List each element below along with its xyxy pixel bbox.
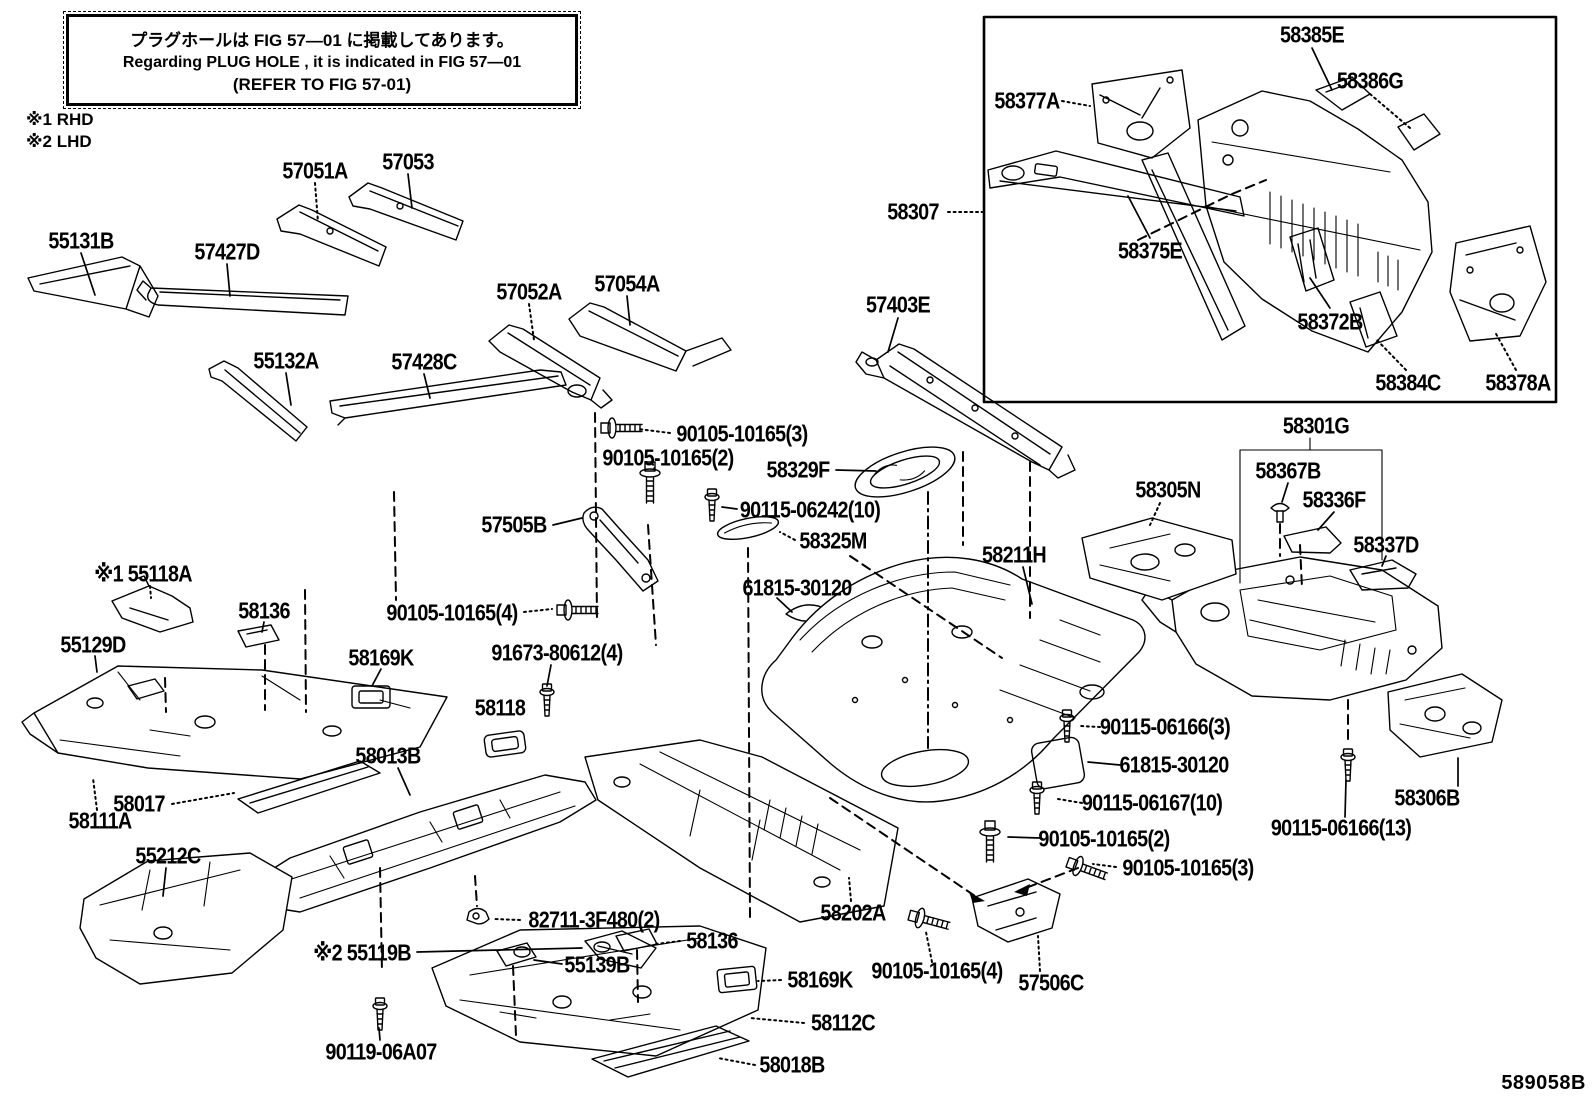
part-label-61815-30120: 61815-30120: [1119, 751, 1229, 778]
part-label-58136: 58136: [238, 597, 290, 624]
screw-icon: [372, 997, 388, 1031]
part-label-58112C: 58112C: [810, 1009, 876, 1036]
part-label-57506C: 57506C: [1018, 969, 1084, 996]
part-label-55212C: 55212C: [135, 842, 201, 869]
part-label-90105-10165-2: 90105-10165(2): [602, 444, 734, 471]
part-label-55132A: 55132A: [253, 347, 319, 374]
legend-label: LHD: [56, 132, 92, 151]
part-label-58336F: 58336F: [1302, 486, 1367, 513]
part-label-57051A: 57051A: [282, 157, 348, 184]
legend: ※1 RHD ※2 LHD: [26, 109, 94, 153]
screw-icon: [539, 683, 555, 717]
leader-lines: [80, 47, 1517, 1066]
legend-row-rhd: ※1 RHD: [26, 109, 94, 131]
legend-label: RHD: [56, 110, 94, 129]
part-label-58018B: 58018B: [759, 1051, 825, 1078]
note-line-japanese: プラグホールは FIG 57—01 に掲載してあります。: [130, 30, 514, 50]
part-label-90115-06166-3: 90115-06166(3): [1099, 713, 1231, 740]
part-label-58211H: 58211H: [981, 541, 1047, 568]
part-label-58202A: 58202A: [820, 899, 886, 926]
inset-box-artwork: [982, 15, 1558, 404]
part-label-58136: 58136: [686, 927, 738, 954]
part-label-58111A: 58111A: [68, 807, 133, 834]
bolt-icon: [1063, 852, 1111, 887]
part-label-90115-06242-10: 90115-06242(10): [739, 496, 881, 523]
part-label-57052A: 57052A: [496, 278, 562, 305]
part-label-58385E: 58385E: [1279, 21, 1345, 48]
bolt-icon: [556, 599, 599, 621]
part-label-90115-06166-13: 90115-06166(13): [1270, 814, 1412, 841]
part-label-1-55118A: ※1 55118A: [94, 560, 192, 587]
part-label-58305N: 58305N: [1135, 476, 1201, 503]
part-label-57054A: 57054A: [594, 270, 660, 297]
part-label-57053: 57053: [382, 148, 434, 175]
legend-row-lhd: ※2 LHD: [26, 131, 94, 153]
part-label-58378A: 58378A: [1485, 369, 1551, 396]
part-label-90105-10165-4: 90105-10165(4): [871, 957, 1003, 984]
legend-symbol: ※1: [26, 110, 52, 129]
screw-icon: [1029, 781, 1045, 815]
pin-icon: [1270, 502, 1290, 523]
clip-icon: [466, 907, 490, 925]
plug-hole-note-box: プラグホールは FIG 57—01 に掲載してあります。 Regarding P…: [63, 11, 581, 109]
tunnel-artwork: [79, 774, 597, 985]
part-label-58301G: 58301G: [1282, 412, 1350, 439]
front-rails-artwork: [27, 182, 732, 442]
part-label-90115-06167-10: 90115-06167(10): [1081, 789, 1223, 816]
part-label-58169K: 58169K: [787, 966, 853, 993]
part-label-55129D: 55129D: [60, 631, 126, 658]
part-label-90105-10165-2: 90105-10165(2): [1038, 825, 1170, 852]
crossmember-artwork: [582, 343, 1076, 592]
part-label-57427D: 57427D: [194, 238, 260, 265]
part-label-82711-3F480-2: 82711-3F480(2): [528, 906, 660, 933]
part-label-58375E: 58375E: [1117, 237, 1183, 264]
bottom-floor-artwork: [431, 878, 1061, 1078]
part-label-90105-10165-3: 90105-10165(3): [676, 420, 808, 447]
part-label-55139B: 55139B: [564, 951, 630, 978]
part-label-58367B: 58367B: [1255, 457, 1321, 484]
part-label-58306B: 58306B: [1394, 784, 1460, 811]
part-label-90105-10165-3: 90105-10165(3): [1122, 854, 1254, 881]
part-label-57505B: 57505B: [481, 511, 547, 538]
part-label-58372B: 58372B: [1297, 308, 1363, 335]
note-line-refer: (REFER TO FIG 57-01): [232, 74, 412, 94]
bolt-icon: [600, 417, 643, 439]
rear-pan-artwork: [1030, 437, 1503, 790]
note-line-english: Regarding PLUG HOLE , it is indicated in…: [122, 53, 522, 71]
part-label-58377A: 58377A: [994, 87, 1060, 114]
part-label-91673-80612-4: 91673-80612(4): [491, 639, 623, 666]
construction-lines: [164, 412, 1349, 1037]
part-label-57403E: 57403E: [865, 291, 931, 318]
center-floor-artwork: [584, 739, 899, 923]
part-label-90119-06A07: 90119-06A07: [325, 1038, 437, 1065]
part-label-58384C: 58384C: [1375, 369, 1441, 396]
part-label-58307: 58307: [887, 198, 939, 225]
legend-symbol: ※2: [26, 132, 52, 151]
part-label-55131B: 55131B: [48, 227, 114, 254]
screw-icon: [704, 488, 720, 522]
part-label-58337D: 58337D: [1353, 531, 1419, 558]
part-label-58325M: 58325M: [799, 527, 867, 554]
part-label-61815-30120: 61815-30120: [742, 574, 852, 601]
part-label-2-55119B: ※2 55119B: [313, 939, 411, 966]
part-label-58329F: 58329F: [766, 456, 831, 483]
figure-id: 589058B: [1501, 1072, 1586, 1094]
part-label-57428C: 57428C: [391, 348, 457, 375]
part-label-58386G: 58386G: [1336, 67, 1404, 94]
screw-icon: [1340, 748, 1356, 782]
bolt-icon: [979, 820, 1001, 863]
part-label-58118: 58118: [474, 694, 526, 721]
front-floor-artwork: [21, 575, 829, 814]
part-label-90105-10165-4: 90105-10165(4): [386, 599, 518, 626]
part-label-58013B: 58013B: [355, 742, 421, 769]
part-label-58017: 58017: [113, 790, 165, 817]
bolt-icon: [906, 904, 953, 937]
part-label-58169K: 58169K: [348, 644, 414, 671]
